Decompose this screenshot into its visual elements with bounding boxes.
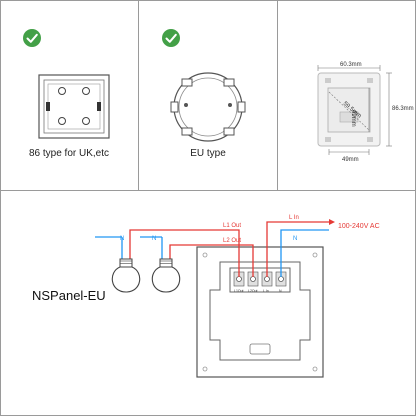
grid-left-border bbox=[0, 0, 1, 416]
terminal-l1-label: L1Out bbox=[234, 289, 244, 293]
n-label-3: N bbox=[293, 236, 297, 242]
terminal-lin-label: L In bbox=[263, 289, 269, 293]
bulb-icon-2 bbox=[151, 258, 181, 293]
eu-round-box-icon bbox=[170, 72, 246, 142]
uk-junction-box-icon bbox=[38, 74, 110, 139]
dim-height-mid: 49mm bbox=[350, 110, 356, 127]
uk-box-label: 86 type for UK,etc bbox=[28, 148, 110, 159]
l1-out-label: L1 Out bbox=[223, 223, 241, 229]
dimension-lines bbox=[317, 65, 392, 155]
l-in-label: L In bbox=[289, 215, 299, 221]
bulb-icon-1 bbox=[111, 258, 141, 293]
grid-vertical-divider-2 bbox=[277, 0, 278, 190]
n-label-2: N bbox=[152, 236, 156, 242]
nspanel-back-icon bbox=[196, 246, 324, 378]
terminal-l2-label: L2Out bbox=[248, 289, 258, 293]
check-icon bbox=[23, 29, 41, 47]
neutral-wires bbox=[95, 229, 329, 277]
l2-out-label: L2 Out bbox=[223, 238, 241, 244]
live-wires bbox=[129, 221, 329, 277]
terminal-n-label: N bbox=[279, 289, 282, 293]
grid-top-border bbox=[0, 0, 416, 1]
check-icon bbox=[162, 29, 180, 47]
n-label-1: N bbox=[120, 236, 124, 242]
dim-height-right: 86.3mm bbox=[392, 106, 414, 112]
grid-horizontal-divider bbox=[0, 190, 416, 191]
dim-width-top: 60.3mm bbox=[340, 62, 362, 68]
ac-label: 100-240V AC bbox=[338, 223, 380, 230]
product-name: NSPanel-EU bbox=[32, 288, 106, 303]
terminal-block bbox=[233, 271, 287, 287]
ac-arrow-icon bbox=[329, 219, 335, 225]
dim-width-bottom: 49mm bbox=[342, 157, 359, 163]
grid-vertical-divider-1 bbox=[138, 0, 139, 190]
back-plate-icon bbox=[317, 72, 381, 147]
eu-box-label: EU type bbox=[190, 148, 226, 159]
